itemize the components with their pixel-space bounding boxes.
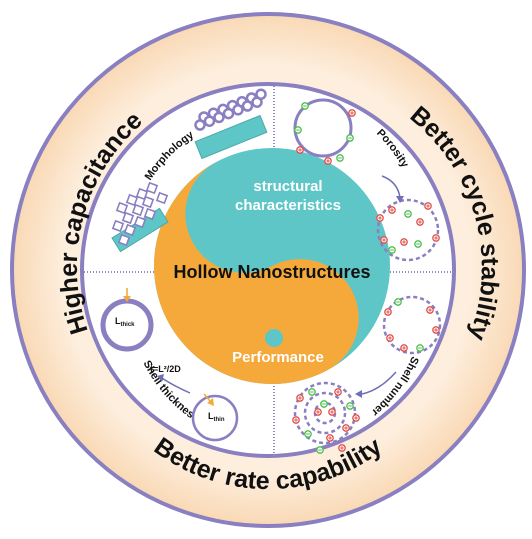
hollow-cube	[115, 201, 129, 215]
hollow-cube	[135, 187, 149, 201]
hollow-cube	[111, 219, 125, 233]
teal-dot	[265, 329, 283, 347]
characteristics-text: characteristics	[235, 197, 341, 214]
hollow-cube	[121, 211, 135, 225]
hollow-cube	[123, 223, 137, 237]
center-title: Hollow Nanostructures	[173, 262, 370, 282]
yin-orange	[154, 161, 359, 384]
yin-yang	[154, 148, 390, 384]
morphology-illustration	[111, 88, 268, 253]
hollow-cube	[141, 195, 155, 209]
hollow-cube	[145, 181, 159, 195]
porosity-illustration	[293, 98, 440, 262]
shell-thickness-illustration: Lthick Lthin t=L²/2D	[100, 288, 239, 442]
hollow-cube	[155, 191, 169, 205]
l-thick-label: Lthick	[115, 316, 135, 328]
hollow-sphere	[255, 88, 267, 100]
hollow-cube	[117, 233, 131, 247]
hollow-cube	[133, 215, 147, 229]
performance-text: Performance	[232, 349, 324, 366]
hollow-cube	[131, 203, 145, 217]
l-thin-label: Lthin	[208, 411, 225, 423]
hollow-cube	[143, 207, 157, 221]
hollow-cube	[125, 193, 139, 207]
diffusion-formula: t=L²/2D	[150, 364, 181, 374]
shell-number-illustration	[292, 295, 442, 454]
structural-text: structural	[253, 178, 322, 195]
